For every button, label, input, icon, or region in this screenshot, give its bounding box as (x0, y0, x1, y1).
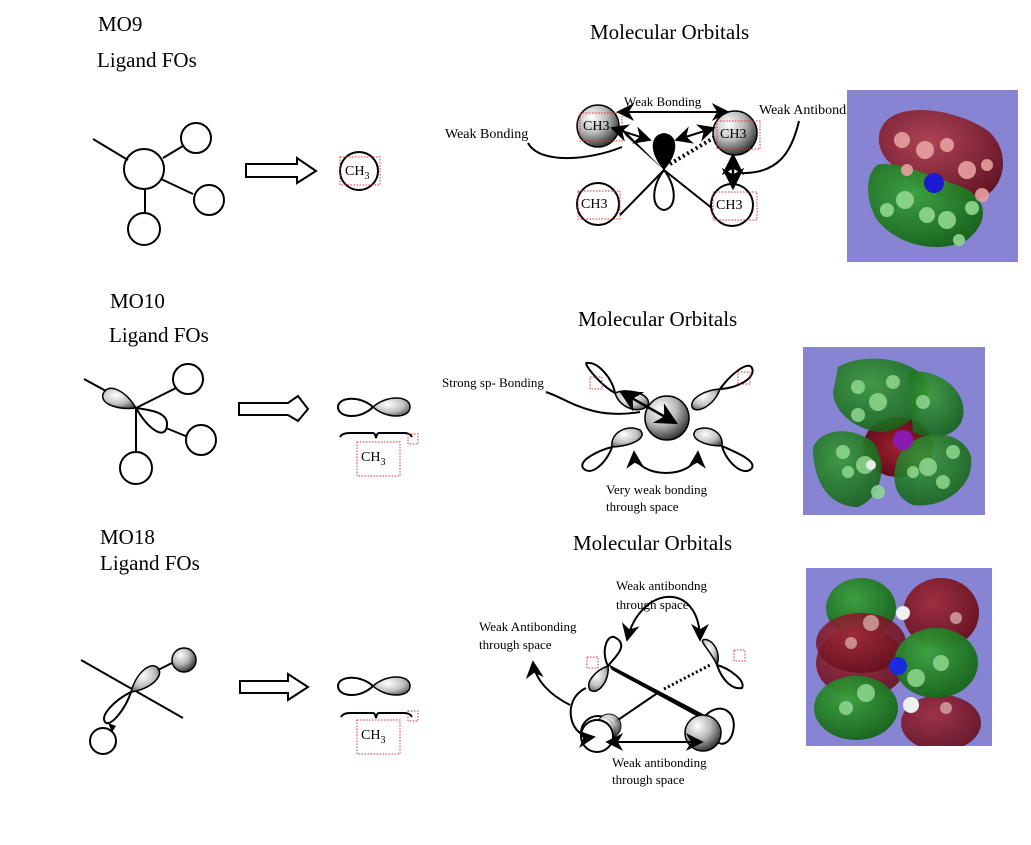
mo10-fragment-label: CH3 (361, 450, 386, 468)
mo18-label: MO18 (100, 525, 155, 549)
mo10-annotation-through-space: through space (606, 499, 679, 514)
mo18-ligand-fos-label: Ligand FOs (100, 551, 200, 575)
mo9-ligand-fragment (92, 122, 225, 246)
mo9-transform-arrow (245, 156, 318, 185)
mo9-group-label: CH3 (583, 119, 610, 134)
mo10-annotation-strong-sp-bonding: Strong sp- Bonding (442, 375, 544, 390)
mo10-label: MO10 (110, 289, 165, 313)
mo9-annotation-weak-antibonding: Weak Antibonding (759, 103, 865, 118)
mo9-orbital-render (847, 90, 1018, 262)
mo18-fragment-label: CH3 (361, 728, 386, 746)
mo9-mo-diagram (527, 103, 800, 227)
mo18-annotation-top-line2: through space (616, 597, 689, 612)
mo10-ligand-fos-label: Ligand FOs (109, 323, 209, 347)
mo18-transform-arrow (239, 672, 310, 702)
mo9-group-label: CH3 (581, 197, 608, 212)
mo18-annotation-top-line1: Weak antibondng (616, 578, 708, 593)
mo18-annotation-left-line1: Weak Antibonding (479, 619, 577, 634)
mo9-ligand-fos-label: Ligand FOs (97, 48, 197, 72)
mo18-annotation-bottom-line1: Weak antibonding (612, 755, 707, 770)
mo18-orbital-render (806, 568, 992, 746)
mo10-transform-arrow (238, 394, 310, 423)
ligand-circle (180, 122, 212, 154)
mo10-molecular-orbitals-title: Molecular Orbitals (578, 307, 738, 331)
mo9-molecular-orbitals-title: Molecular Orbitals (590, 20, 750, 44)
central-atom (924, 173, 944, 193)
mo18-mo-diagram (525, 595, 746, 753)
mo18-fragment-orbital (336, 676, 419, 755)
mo18-ligand-fragment (80, 647, 197, 755)
mo10-annotation-very-weak-bonding: Very weak bonding (606, 482, 708, 497)
central-atom (889, 657, 907, 675)
mo9-label: MO9 (98, 12, 143, 36)
mo18-molecular-orbitals-title: Molecular Orbitals (573, 531, 733, 555)
mo9-fragment-circle (339, 151, 379, 191)
ligand-circle (127, 212, 161, 246)
mo9-group-label: CH3 (720, 127, 747, 142)
mo10-orbital-render (803, 347, 985, 515)
mo9-fragment-label: CH3 (345, 164, 370, 182)
central-carbon-circle (123, 148, 165, 190)
ligand-circle (193, 184, 225, 216)
mo10-ligand-fragment (83, 363, 217, 485)
mo10-fragment-orbital (336, 397, 419, 477)
central-atom (893, 430, 913, 450)
mo9-group-label: CH3 (716, 198, 743, 213)
mo18-annotation-bottom-line2: through space (612, 772, 685, 787)
mo9-annotation-weak-bonding-top: Weak Bonding (624, 94, 702, 109)
mo9-annotation-weak-bonding-left: Weak Bonding (445, 127, 529, 142)
mo18-annotation-left-line2: through space (479, 637, 552, 652)
mo10-mo-diagram (545, 361, 754, 474)
